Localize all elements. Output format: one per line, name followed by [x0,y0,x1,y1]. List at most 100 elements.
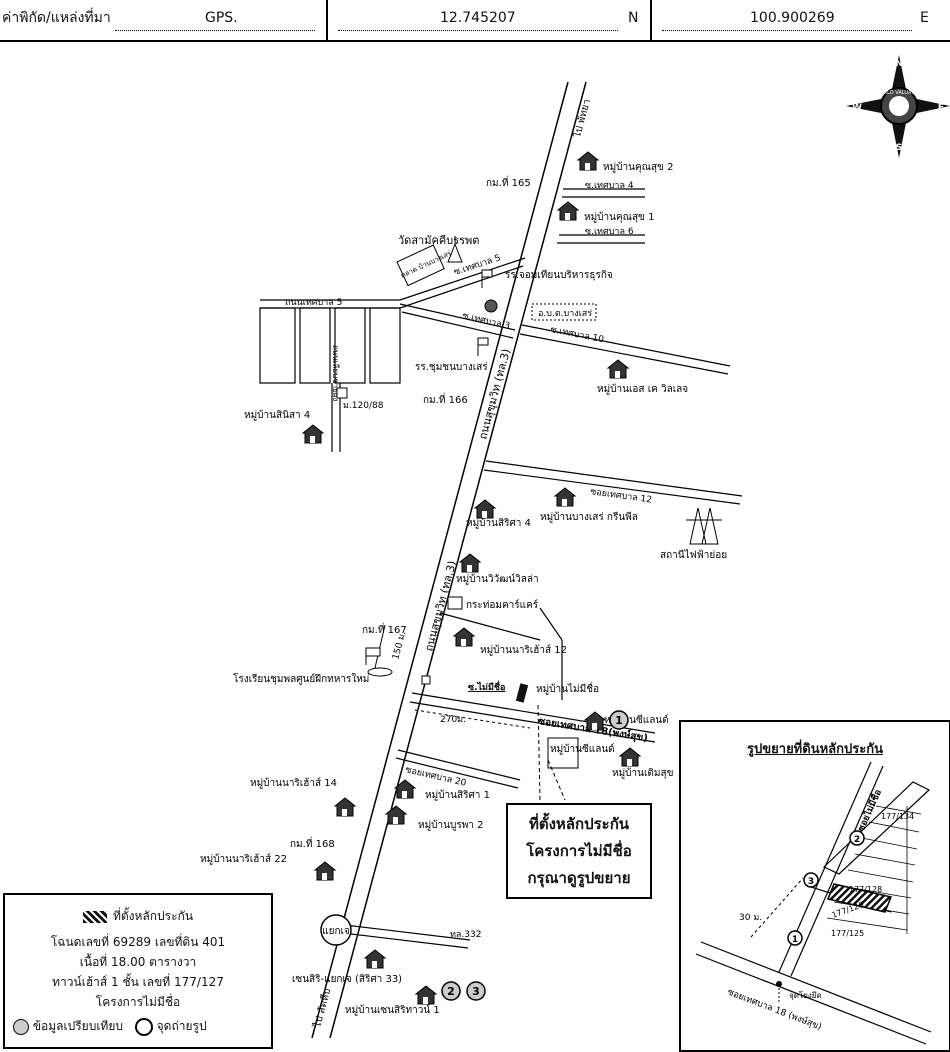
road-tl332: ทล.332 [450,930,482,940]
place-substation: สถานีไฟฟ้าย่อย [660,549,727,561]
inset-ref: จุดโยงยึด [789,990,822,1000]
place-narihouse12: หมู่บ้านนาริเฮ้าส์ 12 [480,644,567,656]
place-m120: ม.120/88 [343,401,384,411]
junction-label: แยกเจ [322,926,350,937]
legend-photo: จุดถ่ายรูป [156,1019,207,1033]
comparison-markers: 1 2 3 [441,710,629,1001]
place-sirisa1: หมู่บ้านสิริศา 1 [425,789,490,801]
place-sensiri-town: หมู่บ้านเซนสิริทาวน์ 1 [345,1004,440,1016]
coordinate-header: ค่าพิกัด/แหล่งที่มา GPS. 12.745207 N 100… [0,0,950,42]
road-soi-4: ซ.เทศบาล 4 [585,181,634,191]
inset-map: 177/134 177/128 177/126 177/125 ซอยเทศบา… [695,761,932,1045]
marker-1: 1 [615,714,623,727]
callout-line3: กรุณาดูรูปขยาย [527,869,631,887]
place-wat: วัดสามัคคีบรรพต [398,234,479,247]
place-km166: กม.ที่ 166 [423,392,468,406]
place-khunsuk1: หมู่บ้านคุณสุข 1 [584,211,654,223]
west-roads [259,257,526,949]
callout-line1: ที่ตั้งหลักประกัน [528,815,630,833]
post-icon [421,675,431,685]
compare-circle-icon [13,1018,29,1035]
road-soi-12: ซอยเทศบาล 12 [590,487,653,506]
road-rukhet: ถนนเลียบชายฝั่ง [331,345,342,401]
place-sinisa4: หมู่บ้านสินิสา 4 [244,409,310,421]
inset-title: รูปขยายที่ดินหลักประกัน [747,742,883,757]
header-lng-cell: 100.900269 E [652,0,950,42]
inset-lot-4: 177/125 [831,929,864,938]
place-kratom: กระท่อมคาร์แคร์ [466,599,539,611]
east-sois [395,188,743,789]
place-tambon: อ.บ.ต.บางเสร่ [538,309,592,319]
collateral-plot [826,883,893,913]
road-soi-10: ซ.เทศบาล 10 [549,325,604,345]
power-tower-icon [686,507,722,545]
office-icon [484,299,498,313]
inset-lot-2: 177/128 [849,885,882,894]
place-school-jomtian: รร.จอมเทียนบริหารธุรกิจ [505,269,613,281]
legend-compare: ข้อมูลเปรียบเทียบ [32,1019,123,1033]
marker-2: 2 [447,985,455,998]
coord-source: GPS. [205,10,238,26]
collateral-callout: ที่ตั้งหลักประกัน โครงการไม่มีชื่อ กรุณา… [506,803,652,899]
inset-p3: 3 [808,877,814,887]
inset-p2: 2 [854,835,860,845]
header-lat-cell: 12.745207 N [328,0,652,42]
sukhumvit-highway [311,81,587,1039]
marker-3: 3 [472,985,480,998]
place-termsuk: หมู่บ้านเติมสุข [612,767,673,779]
road-soi-20: ซอยเทศบาล 20 [404,765,467,789]
legend-project: โครงการไม่มีชื่อ [95,995,181,1009]
road-5: ถนนเทศบาล 5 [285,298,342,308]
place-sirisa4: หมู่บ้านสิริศา 4 [466,517,531,529]
place-wiwat: หมู่บ้านวิวัฒน์วิลล่า [456,573,539,585]
coord-label: ค่าพิกัด/แหล่งที่มา [2,10,111,26]
road-to-sattahip: ไป สัตหีบ [311,987,333,1030]
compass-e: E [938,103,944,113]
compass-brand: WORLD VALUATION [875,90,924,96]
compass-s: S [896,143,902,153]
sealand-plot [547,737,579,769]
place-navy-school: โรงเรียนชุมพลศูนย์ฝึกทหารใหม่ [233,672,369,685]
place-nameless-vil: หมู่บ้านไม่มีชื่อ [536,681,599,695]
road-soi-3: ซ.เทศบาล 3 [461,311,511,332]
longitude-value: 100.900269 [750,10,835,26]
inset-dist: 30 ม. [739,913,762,923]
compass-w: W [852,103,862,113]
tambon-box [531,303,597,321]
place-bangsare-green: หมู่บ้านบางเสร่ กรีนพีล [540,511,638,523]
legend-symbols: ข้อมูลเปรียบเทียบ จุดถ่ายรูป [5,1017,279,1036]
place-narihouse22: หมู่บ้านนาริเฮ้าส์ 22 [200,853,287,865]
dotted-line [338,30,618,31]
school-icon [367,667,393,677]
road-soi-6: ซ.เทศบาล 6 [585,227,634,237]
legend-box: ที่ตั้งหลักประกัน โฉนดเลขที่ 69289 เลขที… [3,893,273,1049]
place-esk: หมู่บ้านเอส เค วิลเลจ [597,383,688,395]
hatch-swatch-icon [82,910,107,923]
dotted-line [115,30,315,31]
legend-row-collateral: ที่ตั้งหลักประกัน [5,907,271,926]
place-km165: กม.ที่ 165 [486,175,531,189]
compass-rose-icon: N S W E WORLD VALUATION [846,55,950,158]
callout-line2: โครงการไม่มีชื่อ [526,842,632,860]
road-soi-nameless: ซ.ไม่มีชื่อ [468,680,505,693]
legend-deed: โฉนดเลขที่ 69289 เลขที่ดิน 401 [50,935,226,949]
junction-circle [320,914,352,946]
place-school-bangsare: รร.ชุมชนบางเสร่ [415,362,488,373]
dotted-line [662,30,912,31]
longitude-dir: E [920,10,929,26]
photo-point-icon [134,1017,153,1036]
place-sealand2: หมู่บ้านซีแลนด์ [550,743,615,755]
place-sensiri-jay: เซนสิริ-แยกเจ (สิริศา 33) [292,974,402,985]
compass-n: N [895,59,903,69]
latitude-dir: N [628,10,639,26]
legend-collateral: ที่ตั้งหลักประกัน [112,909,194,923]
header-source-cell: ค่าพิกัด/แหล่งที่มา GPS. [0,0,328,42]
inset-lot-1: 177/134 [881,812,914,821]
market-box [396,244,445,287]
latitude-value: 12.745207 [440,10,516,26]
place-khunsuk2: หมู่บ้านคุณสุข 2 [603,161,673,173]
legend-building: ทาวน์เฮ้าส์ 1 ชั้น เลขที่ 177/127 [52,975,224,989]
flag-icon [365,269,493,665]
road-to-pattaya: ไป พัทยา [571,98,593,140]
